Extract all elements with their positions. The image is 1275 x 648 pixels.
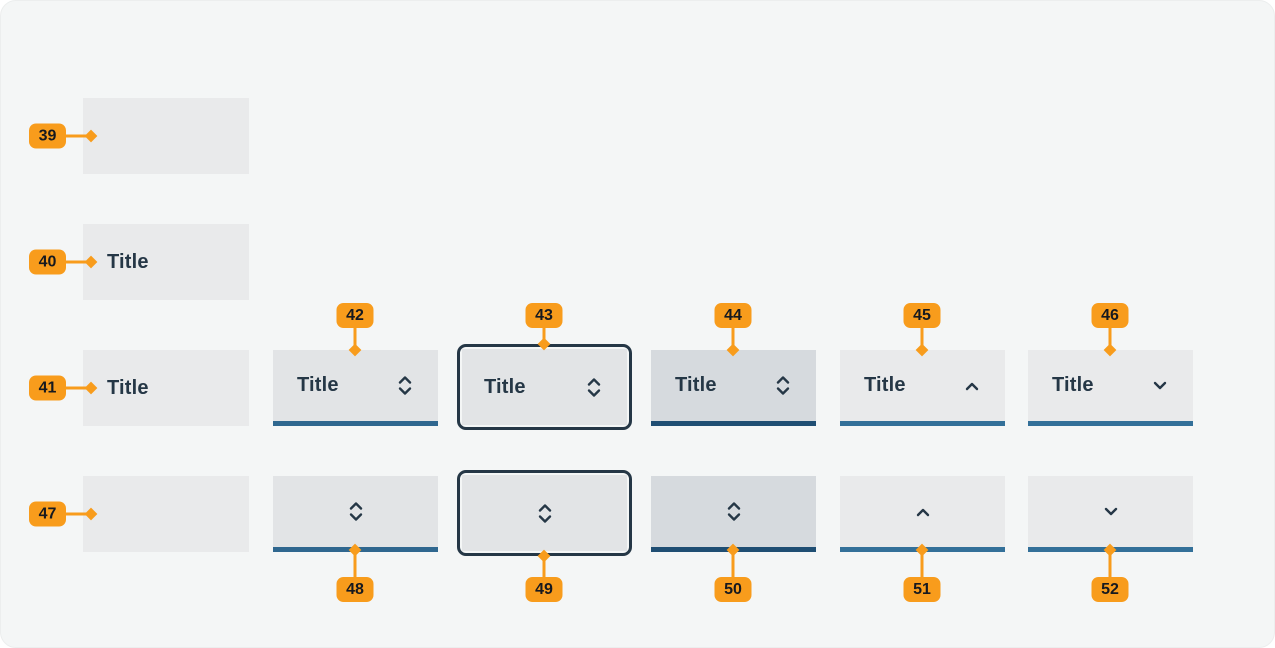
placeholder-swatch-title: Title [83, 224, 249, 300]
dropdown-trigger-collapse-up[interactable]: Title [840, 350, 1005, 426]
chevron-up-down-icon [349, 502, 362, 521]
annotation-badge: 39 [29, 123, 66, 149]
connector-line [66, 386, 91, 390]
chevron-down-icon [1104, 507, 1117, 515]
connector-line [1108, 328, 1112, 347]
dropdown-trigger-focused[interactable]: Title [457, 344, 632, 430]
swatch-title-label: Title [107, 376, 149, 399]
swatch-title-label: Title [107, 250, 149, 273]
dropdown-trigger-focused-inner: Title [462, 349, 627, 425]
placeholder-swatch-empty [83, 476, 249, 552]
annotation-badge: 47 [29, 501, 66, 527]
dropdown-trigger-icononly-expand-down[interactable] [1028, 476, 1193, 552]
dropdown-trigger-expand-down[interactable]: Title [1028, 350, 1193, 426]
connector-line [66, 512, 91, 516]
dropdown-title-label: Title [864, 374, 906, 396]
annotation-badge: 42 [336, 303, 374, 328]
placeholder-swatch-empty [83, 98, 249, 174]
chevron-up-icon [965, 382, 979, 390]
connector-line [1108, 553, 1112, 577]
annotation-badge: 48 [336, 577, 374, 602]
dropdown-trigger-icononly-hover[interactable] [273, 476, 438, 552]
dropdown-title-label: Title [675, 374, 717, 396]
annotation-badge: 52 [1091, 577, 1129, 602]
chevron-up-down-icon [538, 503, 551, 523]
annotation-badge: 41 [29, 375, 66, 401]
connector-line [731, 553, 735, 577]
chevron-up-down-icon [398, 376, 412, 395]
dropdown-trigger-hover[interactable]: Title [273, 350, 438, 426]
annotation-badge: 51 [903, 577, 941, 602]
connector-line [353, 328, 357, 347]
dropdown-title-label: Title [1052, 374, 1094, 396]
connector-line [353, 553, 357, 577]
chevron-up-icon [916, 508, 929, 516]
annotation-badge: 49 [525, 577, 563, 602]
connector-line [920, 553, 924, 577]
dropdown-trigger-active[interactable]: Title [651, 350, 816, 426]
annotation-badge: 45 [903, 303, 941, 328]
connector-line [66, 134, 91, 138]
chevron-up-down-icon [776, 376, 790, 395]
annotation-badge: 46 [1091, 303, 1129, 328]
connector-line [920, 328, 924, 347]
chevron-up-down-icon [727, 502, 740, 521]
dropdown-title-label: Title [484, 375, 526, 398]
chevron-up-down-icon [587, 377, 601, 397]
connector-line [66, 260, 91, 264]
dropdown-title-label: Title [297, 374, 339, 396]
annotation-badge: 44 [714, 303, 752, 328]
annotation-badge: 40 [29, 249, 66, 275]
dropdown-trigger-icononly-focused[interactable] [457, 470, 632, 556]
dropdown-trigger-icononly-collapse-up[interactable] [840, 476, 1005, 552]
connector-line [542, 559, 546, 577]
connector-line [542, 328, 546, 341]
dropdown-trigger-focused-inner [462, 475, 627, 551]
connector-line [731, 328, 735, 347]
annotation-badge: 43 [525, 303, 563, 328]
chevron-down-icon [1153, 381, 1167, 389]
annotation-badge: 50 [714, 577, 752, 602]
placeholder-swatch-title: Title [83, 350, 249, 426]
dropdown-trigger-icononly-active[interactable] [651, 476, 816, 552]
